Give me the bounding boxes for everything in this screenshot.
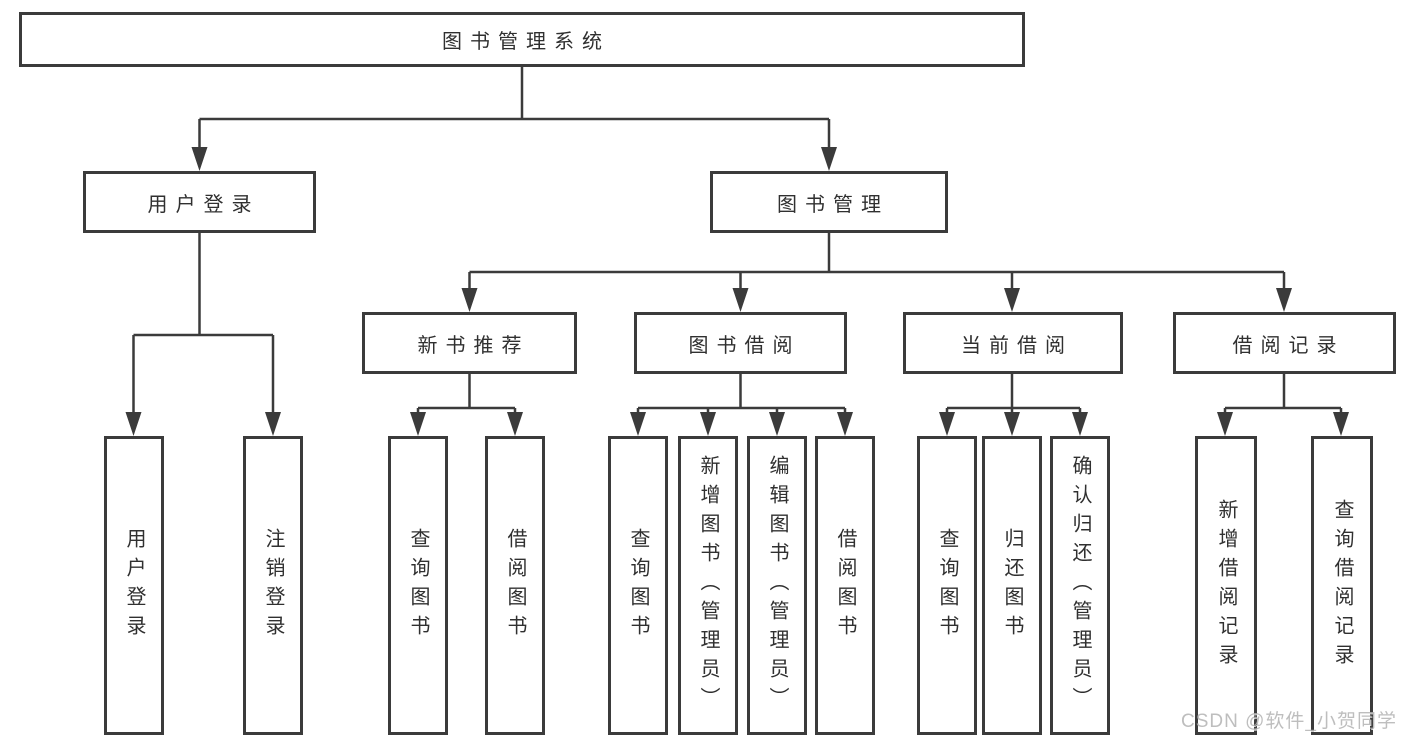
leaf-query-books-3: 查询图书 xyxy=(917,436,977,735)
node-user-login: 用户登录 xyxy=(83,171,316,233)
leaf-add-borrow-record: 新增借阅记录 xyxy=(1195,436,1257,735)
node-book-borrow: 图书借阅 xyxy=(634,312,847,374)
node-current-borrow-label: 当前借阅 xyxy=(961,334,1073,357)
leaf-borrow-books-2: 借阅图书 xyxy=(815,436,875,735)
leaf-return-book: 归还图书 xyxy=(982,436,1042,735)
node-borrow-records: 借阅记录 xyxy=(1173,312,1396,374)
leaf-query-borrow-record: 查询借阅记录 xyxy=(1311,436,1373,735)
leaf-query-books-1: 查询图书 xyxy=(388,436,448,735)
leaf-logout: 注销登录 xyxy=(243,436,303,735)
node-root-label: 图书管理系统 xyxy=(442,31,610,53)
leaf-user-login: 用户登录 xyxy=(104,436,164,735)
leaf-query-books-1-label: 查询图书 xyxy=(407,527,429,644)
node-book-management: 图书管理 xyxy=(710,171,948,233)
leaf-borrow-books-1-label: 借阅图书 xyxy=(504,527,526,644)
leaf-borrow-books-1: 借阅图书 xyxy=(485,436,545,735)
leaf-query-books-3-label: 查询图书 xyxy=(936,527,958,644)
node-user-login-label: 用户登录 xyxy=(147,193,260,216)
node-new-book-recommend-label: 新书推荐 xyxy=(417,334,530,357)
leaf-confirm-return-admin-label: 确认归还（管理员） xyxy=(1069,455,1091,716)
leaf-add-book-admin: 新增图书（管理员） xyxy=(678,436,738,735)
leaf-borrow-books-2-label: 借阅图书 xyxy=(834,527,856,644)
leaf-edit-book-admin: 编辑图书（管理员） xyxy=(747,436,807,735)
leaf-confirm-return-admin: 确认归还（管理员） xyxy=(1050,436,1110,735)
leaf-query-books-2-label: 查询图书 xyxy=(627,527,649,644)
leaf-query-books-2: 查询图书 xyxy=(608,436,668,735)
leaf-return-book-label: 归还图书 xyxy=(1001,527,1023,644)
leaf-user-login-label: 用户登录 xyxy=(123,527,145,644)
leaf-edit-book-admin-label: 编辑图书（管理员） xyxy=(766,455,788,716)
node-root: 图书管理系统 xyxy=(19,12,1025,67)
watermark: CSDN @软件_小贺同学 xyxy=(1181,711,1397,732)
node-borrow-records-label: 借阅记录 xyxy=(1232,334,1345,357)
leaf-query-borrow-record-label: 查询借阅记录 xyxy=(1331,498,1353,673)
leaf-logout-label: 注销登录 xyxy=(262,527,284,644)
node-new-book-recommend: 新书推荐 xyxy=(362,312,577,374)
node-book-borrow-label: 图书借阅 xyxy=(688,334,801,357)
leaf-add-borrow-record-label: 新增借阅记录 xyxy=(1215,498,1237,673)
leaf-add-book-admin-label: 新增图书（管理员） xyxy=(697,455,719,716)
node-current-borrow: 当前借阅 xyxy=(903,312,1123,374)
node-book-management-label: 图书管理 xyxy=(777,193,889,216)
